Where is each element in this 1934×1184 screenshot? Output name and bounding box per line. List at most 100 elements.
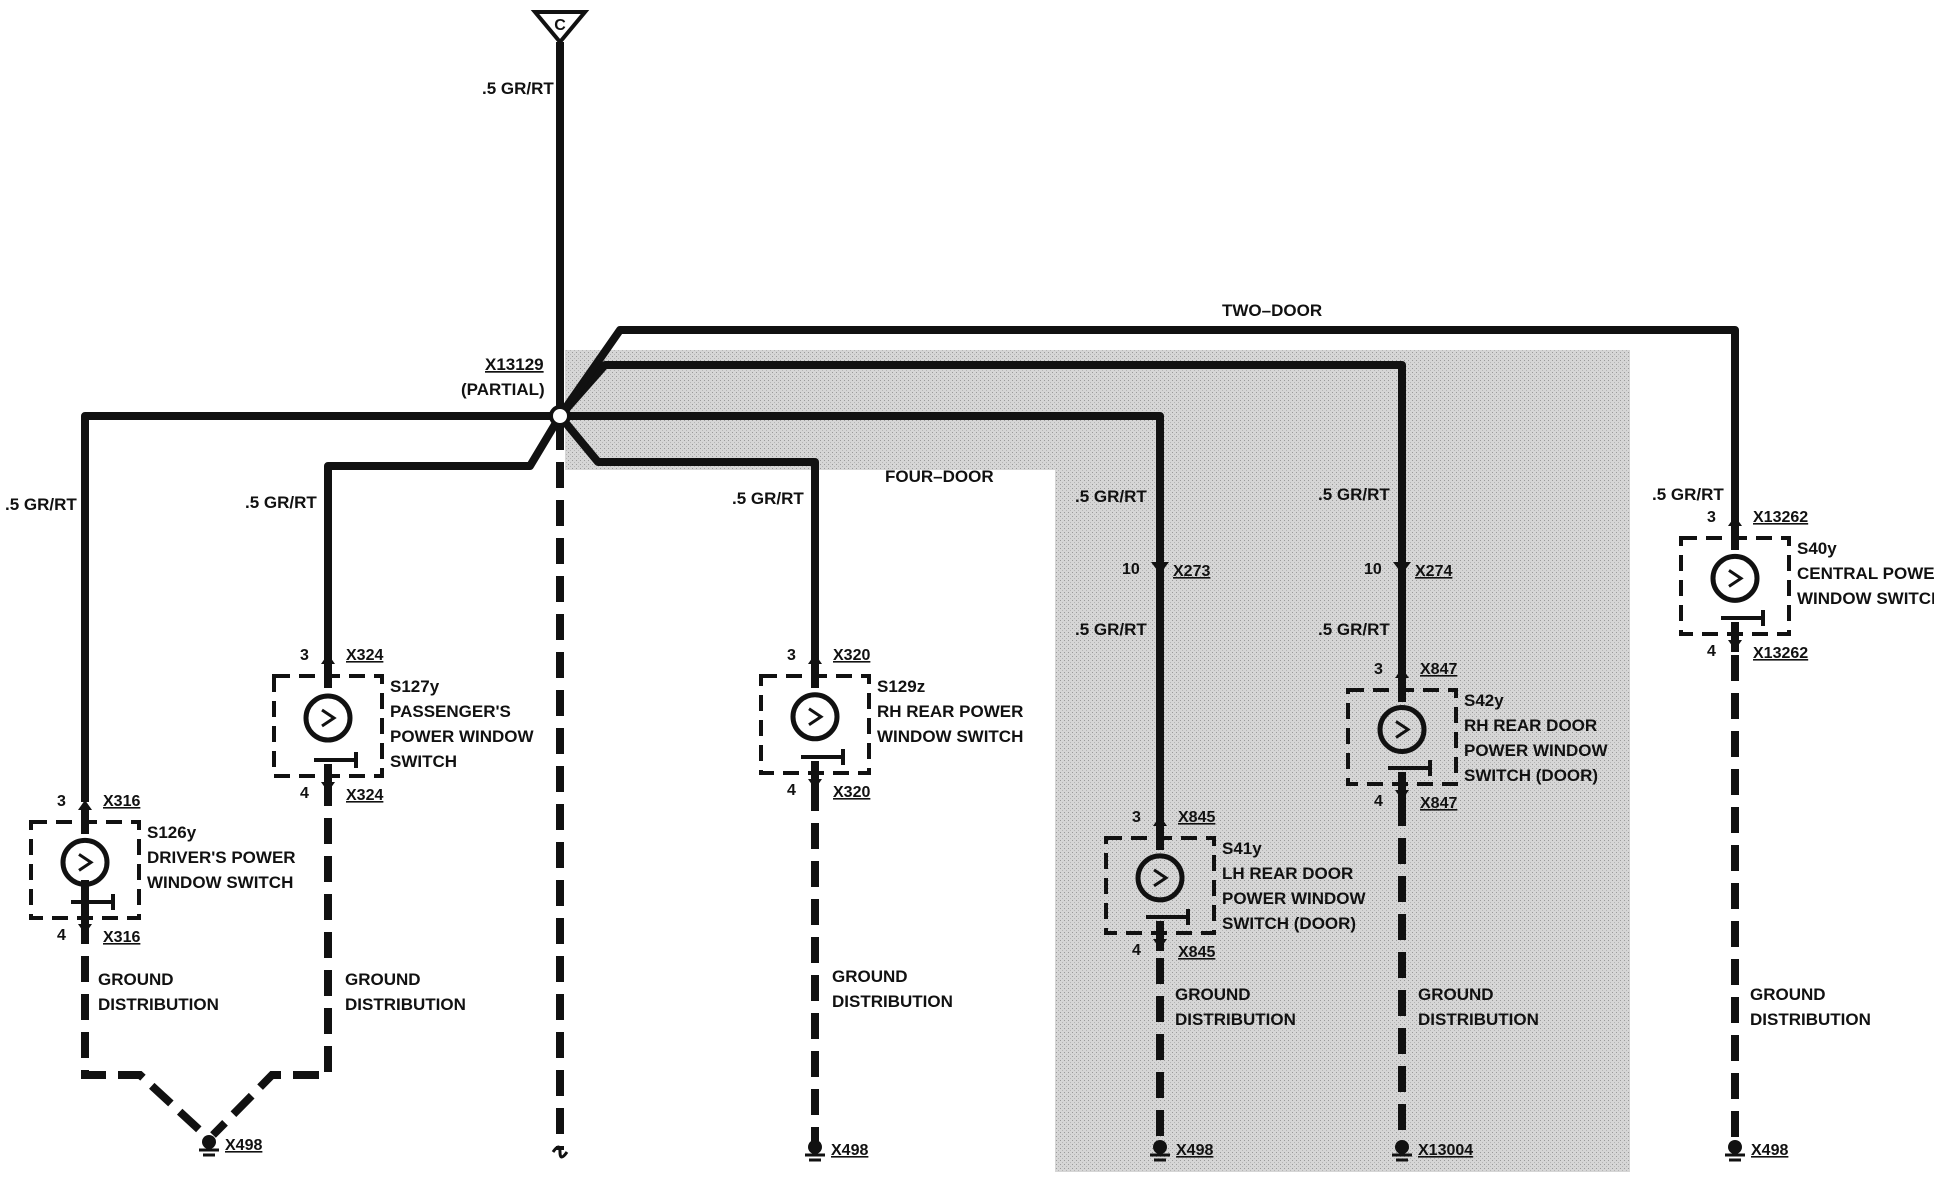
central-wire-label: .5 GR/RT bbox=[1652, 485, 1724, 504]
svg-text:GROUND: GROUND bbox=[345, 970, 421, 989]
ground-symbol: X498 bbox=[1725, 1140, 1788, 1162]
switch-desc-2: WINDOW SWITCH bbox=[147, 873, 293, 892]
four-door-shaded-region bbox=[565, 350, 1630, 1172]
pin-top: 3 bbox=[1707, 509, 1716, 526]
ground-id: X498 bbox=[1751, 1142, 1788, 1159]
switch-id: S127y bbox=[390, 677, 440, 696]
switch-enclosure bbox=[1104, 836, 1216, 935]
pin-top: 3 bbox=[57, 793, 66, 810]
inline-connector-x273: 10 X273 bbox=[1122, 561, 1210, 580]
switch-desc-3: SWITCH (DOOR) bbox=[1222, 914, 1356, 933]
four-door-label: FOUR–DOOR bbox=[885, 467, 994, 486]
connector-top: X316 bbox=[103, 793, 140, 810]
svg-text:DISTRIBUTION: DISTRIBUTION bbox=[345, 995, 466, 1014]
switch-desc-3: SWITCH (DOOR) bbox=[1464, 766, 1598, 785]
switch-enclosure bbox=[1679, 536, 1791, 636]
connector-c-label: C bbox=[554, 17, 566, 34]
rh-rear-wire-label: .5 GR/RT bbox=[732, 489, 804, 508]
connector-bottom: X847 bbox=[1420, 795, 1457, 812]
switch-symbol bbox=[303, 693, 353, 743]
two-door-label: TWO–DOOR bbox=[1222, 301, 1322, 320]
pin-top: 3 bbox=[300, 647, 309, 664]
svg-text:DISTRIBUTION: DISTRIBUTION bbox=[832, 992, 953, 1011]
lh-rear-door-wire-label-bottom: .5 GR/RT bbox=[1075, 620, 1147, 639]
passenger-wire-label: .5 GR/RT bbox=[245, 493, 317, 512]
break-symbol bbox=[551, 1145, 569, 1159]
connector-top: X845 bbox=[1178, 809, 1215, 826]
connector-bottom: X316 bbox=[103, 929, 140, 946]
switch-desc-3: SWITCH bbox=[390, 752, 457, 771]
connector-bottom: X320 bbox=[833, 784, 870, 801]
switch-id: S126y bbox=[147, 823, 197, 842]
switch-desc-1: RH REAR DOOR bbox=[1464, 716, 1597, 735]
switch-desc-1: DRIVER'S POWER bbox=[147, 848, 296, 867]
pin-top: 3 bbox=[1374, 661, 1383, 678]
switch-desc-1: PASSENGER'S bbox=[390, 702, 511, 721]
pin-bottom: 4 bbox=[1374, 793, 1383, 810]
switch-symbol bbox=[1135, 853, 1185, 903]
ground-id: X13004 bbox=[1418, 1142, 1473, 1159]
svg-text:GROUND: GROUND bbox=[98, 970, 174, 989]
connector-bottom: X845 bbox=[1178, 944, 1215, 961]
switch-enclosure bbox=[759, 674, 871, 775]
pin-bottom: 4 bbox=[1707, 643, 1716, 660]
switch-enclosure bbox=[272, 674, 384, 778]
driver-wire-label: .5 GR/RT bbox=[5, 495, 77, 514]
connector-bottom: X13262 bbox=[1753, 645, 1808, 662]
ground-symbol: X13004 bbox=[1392, 1140, 1473, 1162]
switch-desc-1: CENTRAL POWER bbox=[1797, 564, 1934, 583]
svg-text:X273: X273 bbox=[1173, 563, 1210, 580]
driver-branch-wire bbox=[81, 412, 560, 802]
lh-rear-door-branch-wire bbox=[560, 412, 1164, 838]
connector-top: X324 bbox=[346, 647, 383, 664]
connector-bottom: X324 bbox=[346, 787, 383, 804]
ground-id: X498 bbox=[831, 1142, 868, 1159]
switch-id: S42y bbox=[1464, 691, 1504, 710]
switch-desc-1: RH REAR POWER bbox=[877, 702, 1023, 721]
switch-symbol bbox=[60, 837, 110, 887]
junction-id: X13129 bbox=[485, 355, 544, 374]
svg-text:DISTRIBUTION: DISTRIBUTION bbox=[98, 995, 219, 1014]
pin-top: 3 bbox=[787, 647, 796, 664]
switch-desc-2: WINDOW SWITCH bbox=[877, 727, 1023, 746]
switch-symbol bbox=[790, 692, 840, 742]
rh-rear-branch-wire bbox=[556, 413, 819, 665]
driver-ground-wire bbox=[81, 880, 208, 1138]
connector-c: C bbox=[530, 10, 590, 46]
connector-top: X320 bbox=[833, 647, 870, 664]
connector-top: X847 bbox=[1420, 661, 1457, 678]
switch-id: S41y bbox=[1222, 839, 1262, 858]
svg-text:GROUND: GROUND bbox=[832, 967, 908, 986]
ground-symbol: X498 bbox=[1150, 1140, 1213, 1162]
connector-top: X13262 bbox=[1753, 509, 1808, 526]
svg-text:10: 10 bbox=[1122, 561, 1140, 578]
pin-bottom: 4 bbox=[300, 785, 309, 802]
switch-desc-2: WINDOW SWITCH bbox=[1797, 589, 1934, 608]
passenger-ground-wire bbox=[210, 780, 332, 1138]
rh-rear-door-wire-label-bottom: .5 GR/RT bbox=[1318, 620, 1390, 639]
passenger-branch-wire bbox=[324, 413, 564, 660]
switch-enclosure bbox=[1346, 688, 1458, 786]
rh-rear-door-wire-label-top: .5 GR/RT bbox=[1318, 485, 1390, 504]
svg-text:DISTRIBUTION: DISTRIBUTION bbox=[1418, 1010, 1539, 1029]
switch-desc-2: POWER WINDOW bbox=[390, 727, 534, 746]
switch-symbol bbox=[1710, 553, 1760, 603]
svg-text:DISTRIBUTION: DISTRIBUTION bbox=[1750, 1010, 1871, 1029]
inline-connector-x274: 10 X274 bbox=[1364, 561, 1452, 580]
pin-top: 3 bbox=[1132, 809, 1141, 826]
switch-desc-2: POWER WINDOW bbox=[1464, 741, 1608, 760]
svg-text:GROUND: GROUND bbox=[1175, 985, 1251, 1004]
lh-rear-door-wire-label-top: .5 GR/RT bbox=[1075, 487, 1147, 506]
junction-note: (PARTIAL) bbox=[461, 380, 545, 399]
switch-desc-1: LH REAR DOOR bbox=[1222, 864, 1353, 883]
pin-bottom: 4 bbox=[57, 927, 66, 944]
ground-symbol: X498 bbox=[805, 1140, 868, 1162]
